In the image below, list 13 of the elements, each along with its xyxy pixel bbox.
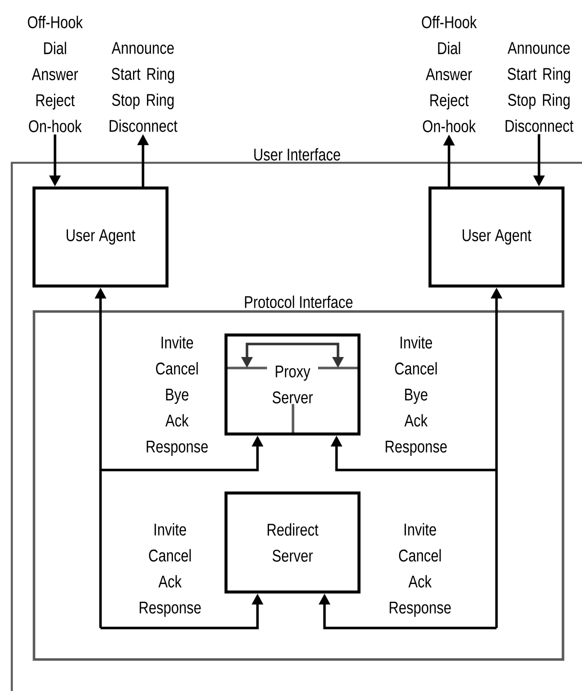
agent-box: User Agent — [32, 186, 168, 288]
edge-label: Invite Cancel Bye Ack Response — [140, 334, 214, 458]
edge-label: Invite Cancel Ack Response — [133, 521, 207, 619]
message-list: Announce Start Ring Stop Ring Disconnect — [110, 42, 178, 132]
agent-box: User Agent — [428, 186, 564, 288]
edge-label: Invite Cancel Bye Ack Response — [379, 334, 453, 458]
message-list: Announce Start Ring Stop Ring Disconnect — [506, 42, 574, 132]
server-box: Redirect Server — [224, 492, 360, 594]
edge-label: Invite Cancel Ack Response — [383, 521, 457, 619]
server-box: Proxy Server — [224, 334, 360, 436]
message-list: Off-Hook Dial Answer Reject On-hook — [422, 16, 477, 132]
node-label: Protocol Interface — [245, 296, 352, 308]
message-list: Off-Hook Dial Answer Reject On-hook — [28, 16, 83, 132]
